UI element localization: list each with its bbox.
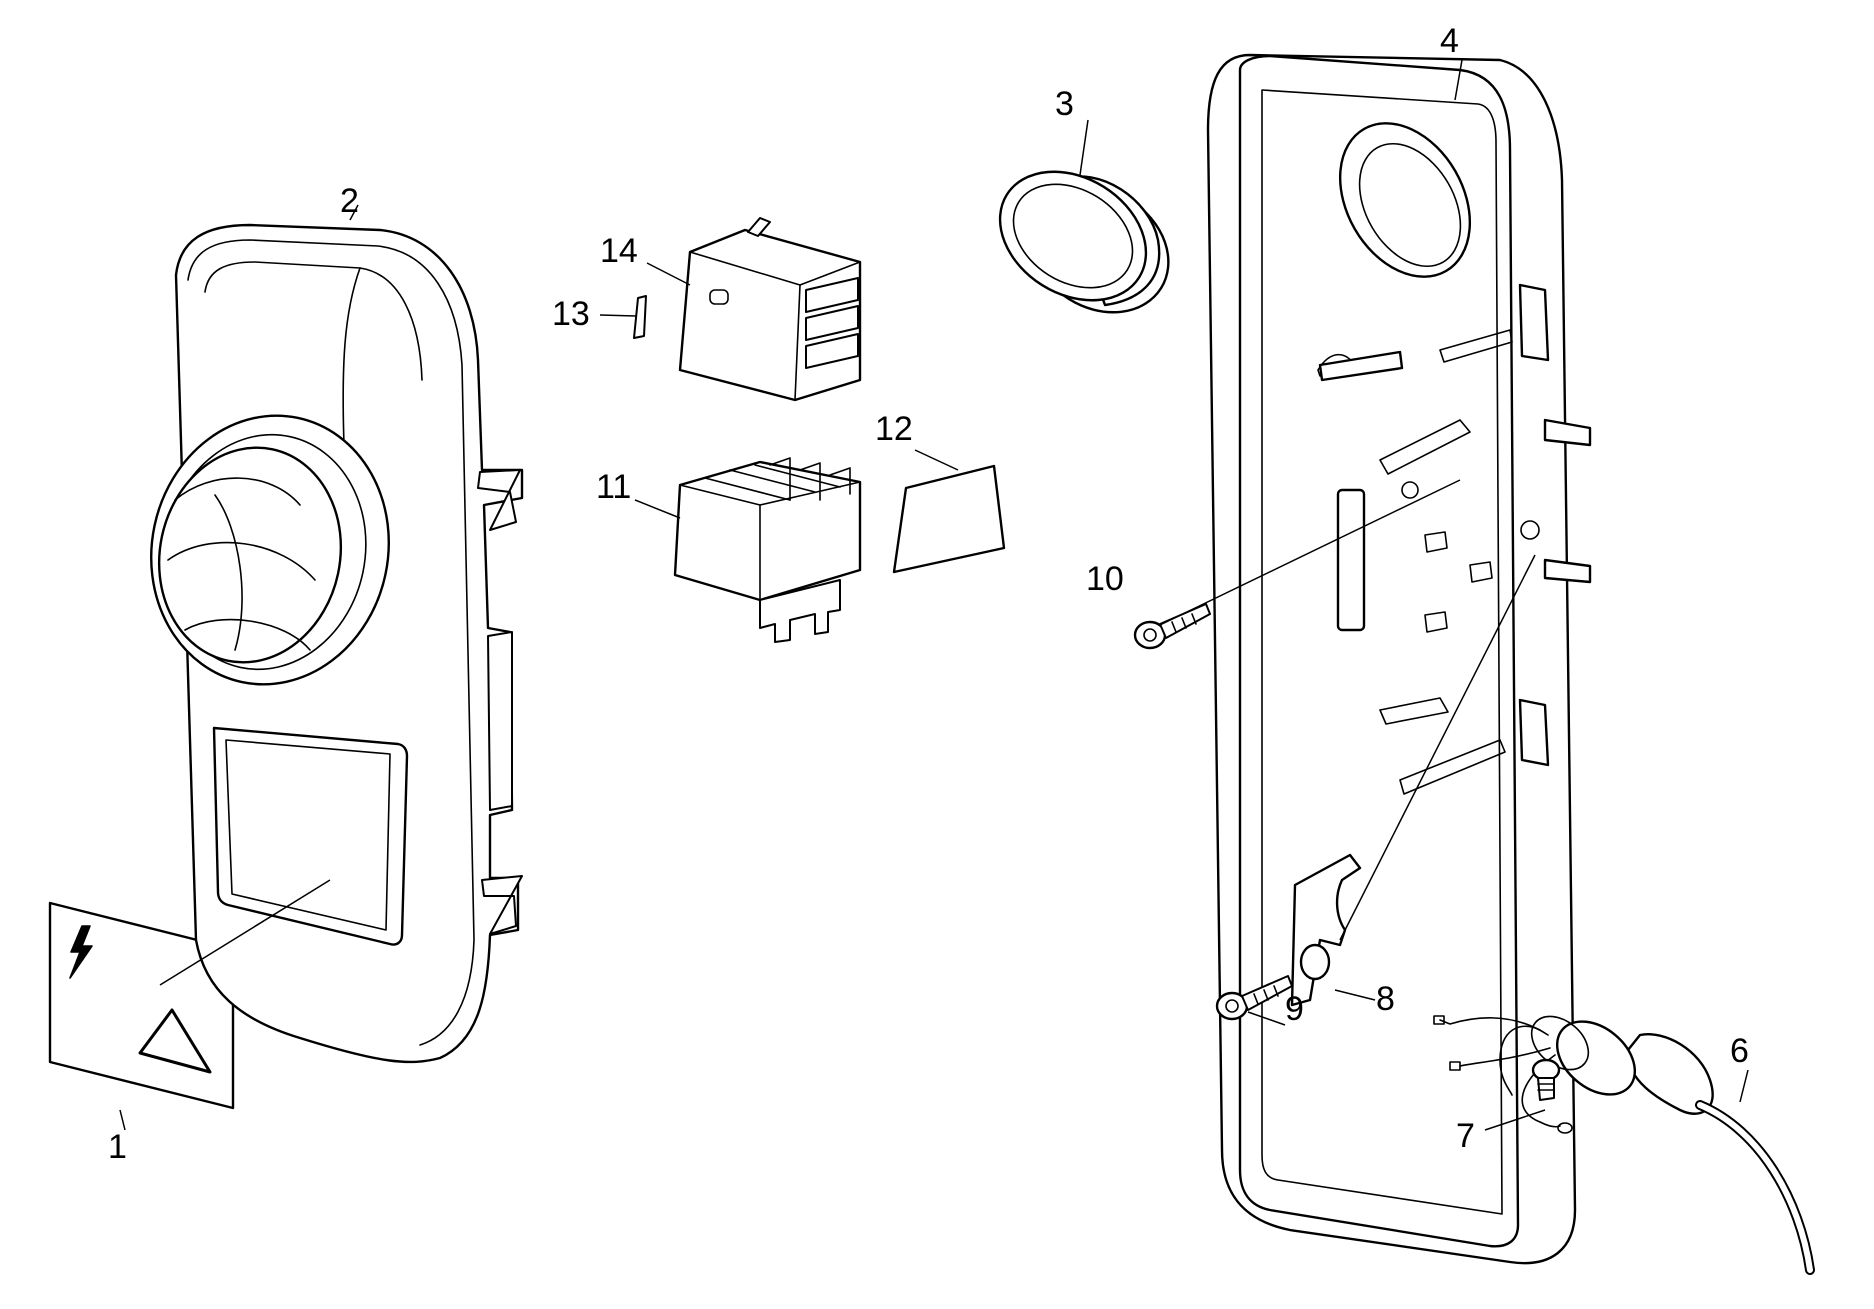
callout-9: 9 — [1285, 990, 1304, 1028]
warning-label-icon — [48, 901, 235, 1110]
callout-10: 10 — [1086, 560, 1124, 598]
callout-8: 8 — [1376, 980, 1395, 1018]
callout-13: 13 — [552, 295, 590, 333]
screw-icon — [1215, 975, 1293, 1021]
callout-7: 7 — [1456, 1117, 1475, 1155]
callout-12: 12 — [875, 410, 913, 448]
cable-clamp-icon — [1290, 853, 1362, 1007]
callout-1: 1 — [108, 1128, 127, 1166]
ground-screw-icon — [1531, 1058, 1561, 1101]
front-cover-with-knob-icon — [150, 223, 524, 1064]
callout-11: 11 — [596, 468, 631, 506]
leader-lines — [119, 59, 1749, 1131]
callout-3: 3 — [1055, 85, 1074, 123]
relay-block-icon — [673, 457, 862, 643]
oval-grommet-icon — [998, 170, 1170, 314]
callout-2: 2 — [340, 182, 359, 220]
pin-icon — [633, 295, 647, 339]
callout-labels: 1 2 3 4 6 7 8 9 10 11 12 13 14 — [108, 22, 1749, 1166]
switch-block-icon — [678, 217, 862, 402]
callout-6: 6 — [1730, 1032, 1749, 1070]
insulating-plate-icon — [892, 464, 1006, 574]
callout-14: 14 — [600, 232, 638, 270]
screw-icon — [1133, 603, 1211, 650]
rear-housing-icon — [1206, 53, 1592, 1265]
callout-4: 4 — [1440, 22, 1459, 60]
